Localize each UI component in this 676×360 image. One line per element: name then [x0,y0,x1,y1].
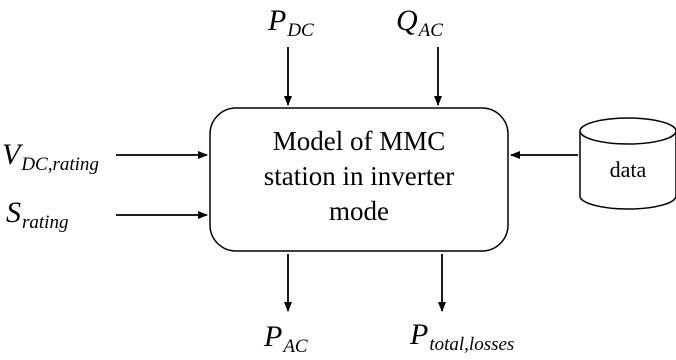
label-p-dc-subscript: DC [287,20,314,41]
label-p-ac-symbol: P [264,320,283,353]
label-p-total-losses-subscript: total,losses [429,334,515,355]
label-q-ac-symbol: Q [396,4,418,37]
label-p-ac: PAC [264,320,308,357]
model-block-line-1: Model of MMC [272,126,446,156]
model-block-line-3: mode [329,196,389,226]
model-block-line-2: station in inverter [263,161,455,191]
label-s-rating-subscript: rating [22,212,69,233]
data-storage-cylinder [579,117,676,210]
label-p-total-losses-symbol: P [410,318,429,351]
data-storage-label: data [609,157,647,182]
label-p-total-losses: Ptotal,losses [410,318,514,355]
label-s-rating: Srating [6,196,68,233]
label-v-dc-rating: VDC,rating [2,138,99,175]
label-p-dc: PDC [268,4,314,41]
label-q-ac: QAC [396,4,443,41]
label-v-dc-rating-subscript: DC,rating [21,154,99,175]
model-block-text: Model of MMC station in inverter mode [210,124,508,229]
label-v-dc-rating-symbol: V [2,138,21,171]
label-p-ac-subscript: AC [283,336,308,357]
model-block [209,107,509,252]
label-p-dc-symbol: P [268,4,287,37]
label-q-ac-subscript: AC [418,20,443,41]
label-s-rating-symbol: S [6,196,21,229]
